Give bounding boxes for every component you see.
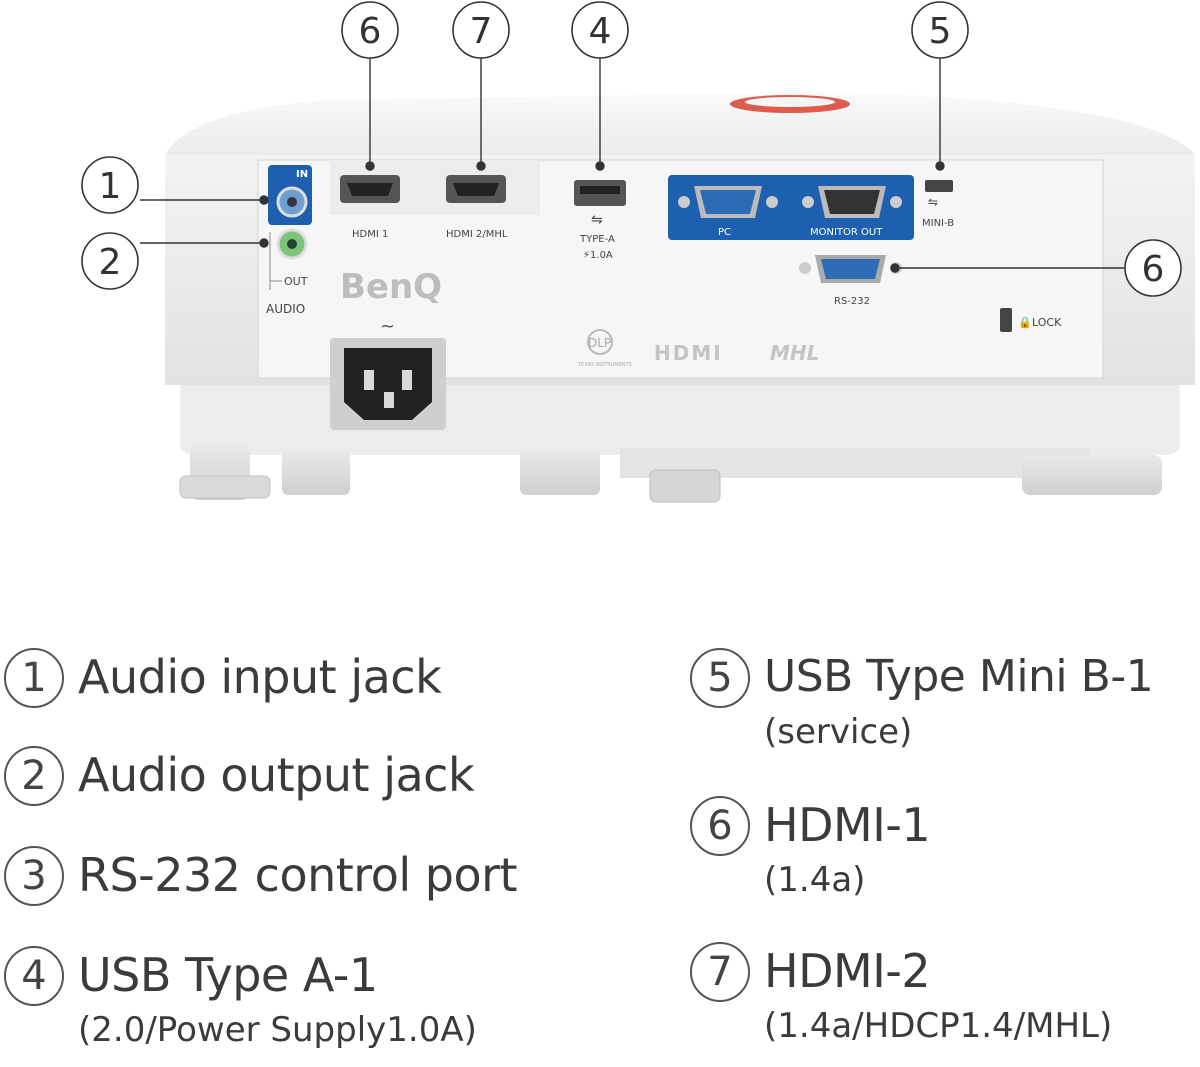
lock-icon: 🔒 bbox=[1018, 316, 1032, 329]
callout-1-left bbox=[81, 156, 139, 214]
dlp-logo-text: DLP bbox=[588, 336, 611, 350]
callout-1-left-number: 1 bbox=[99, 166, 122, 207]
legend-label: Audio input jack bbox=[78, 650, 442, 704]
hdmi-1-port bbox=[340, 175, 400, 203]
callout-lines bbox=[140, 58, 1124, 273]
mini-b-usb-symbol: ⇋ bbox=[928, 195, 938, 209]
callout-6-right-number: 6 bbox=[1142, 249, 1165, 290]
legend-number-badge: 3 bbox=[4, 846, 64, 906]
legend-item-3: 3 RS-232 control port bbox=[4, 846, 518, 906]
monitor-out-vga-port bbox=[802, 186, 902, 218]
callout-7-top bbox=[452, 1, 510, 59]
legend-item-7: 7 HDMI-2 (1.4a/HDCP1.4/MHL) bbox=[690, 942, 1112, 1048]
legend-item-1: 1 Audio input jack bbox=[4, 648, 442, 708]
usb-symbol: ⇋ bbox=[591, 212, 603, 228]
projector-rear-illustration: IN OUT AUDIO HDMI 1 HDMI 2/MHL ⇋ TYPE-A … bbox=[81, 1, 1195, 503]
foot-center bbox=[520, 450, 600, 495]
projector-top-shell bbox=[165, 92, 1195, 165]
kensington-lock-slot bbox=[1000, 308, 1012, 332]
legend-item-5: 5 USB Type Mini B-1 (service) bbox=[690, 648, 1154, 754]
hdmi-logo: HDMI bbox=[654, 341, 723, 365]
rs232-label: RS-232 bbox=[834, 296, 870, 307]
foot-right bbox=[1022, 455, 1162, 495]
monitor-out-label: MONITOR OUT bbox=[810, 227, 883, 238]
legend-sublabel: (1.4a) bbox=[764, 860, 866, 900]
legend-number-badge: 1 bbox=[4, 648, 64, 708]
callout-5-top-number: 5 bbox=[929, 11, 952, 52]
callout-6-top-number: 6 bbox=[359, 11, 382, 52]
type-a-power-label: ⚡1.0A bbox=[583, 250, 613, 261]
hdmi-2-label: HDMI 2/MHL bbox=[446, 229, 508, 240]
callout-7-top-number: 7 bbox=[470, 11, 493, 52]
legend-sublabel: (2.0/Power Supply1.0A) bbox=[78, 1010, 477, 1050]
dlp-logo bbox=[587, 329, 613, 355]
rs232-port bbox=[799, 255, 902, 283]
legend-label: HDMI-1 bbox=[764, 798, 931, 852]
legend-item-2: 2 Audio output jack bbox=[4, 746, 475, 806]
legend-item-6: 6 HDMI-1 (1.4a) bbox=[690, 796, 931, 902]
legend-label: USB Type Mini B-1 bbox=[764, 651, 1154, 702]
legend-sublabel: (1.4a/HDCP1.4/MHL) bbox=[764, 1006, 1113, 1046]
legend-label: Audio output jack bbox=[78, 748, 475, 802]
ac-symbol: ~ bbox=[380, 316, 395, 337]
legend-number-badge: 2 bbox=[4, 746, 64, 806]
audio-in-label: IN bbox=[296, 169, 308, 180]
legend-item-4: 4 USB Type A-1 (2.0/Power Supply1.0A) bbox=[4, 946, 477, 1052]
pc-vga-port bbox=[678, 186, 778, 218]
mhl-logo: MHL bbox=[770, 341, 819, 365]
legend-number-badge: 5 bbox=[690, 648, 750, 708]
foot-center-left bbox=[282, 450, 350, 495]
legend-sublabel: (service) bbox=[764, 712, 913, 752]
audio-label: AUDIO bbox=[266, 302, 305, 316]
dlp-subtext: TEXAS INSTRUMENTS bbox=[577, 362, 632, 368]
legend-label: USB Type A-1 bbox=[78, 948, 378, 1002]
callout-2-left bbox=[81, 232, 139, 290]
callout-2-left-number: 2 bbox=[99, 242, 122, 283]
legend-number-badge: 7 bbox=[690, 942, 750, 1002]
legend-number-badge: 4 bbox=[4, 946, 64, 1006]
legend-label: RS-232 control port bbox=[78, 848, 518, 902]
hdmi-1-label: HDMI 1 bbox=[352, 229, 388, 240]
pc-label: PC bbox=[718, 227, 731, 238]
legend-label: HDMI-2 bbox=[764, 944, 931, 998]
mini-b-label: MINI-B bbox=[922, 218, 954, 229]
callout-6-right bbox=[1124, 239, 1182, 297]
callout-6-top bbox=[341, 1, 399, 59]
type-a-label: TYPE-A bbox=[579, 234, 615, 245]
usb-mini-b-port bbox=[925, 180, 953, 192]
audio-out-label: OUT bbox=[284, 275, 308, 288]
foot-center-right bbox=[649, 469, 721, 503]
hdmi-2-port bbox=[446, 175, 506, 203]
port-legend: 1 Audio input jack 2 Audio output jack 3… bbox=[0, 560, 1200, 1067]
benq-logo: BenQ bbox=[340, 267, 442, 307]
callout-5-top bbox=[911, 1, 969, 59]
ac-power-inlet bbox=[330, 338, 446, 430]
callout-4-top bbox=[571, 1, 629, 59]
lock-label: LOCK bbox=[1032, 316, 1062, 329]
callout-4-top-number: 4 bbox=[589, 11, 612, 52]
legend-number-badge: 6 bbox=[690, 796, 750, 856]
